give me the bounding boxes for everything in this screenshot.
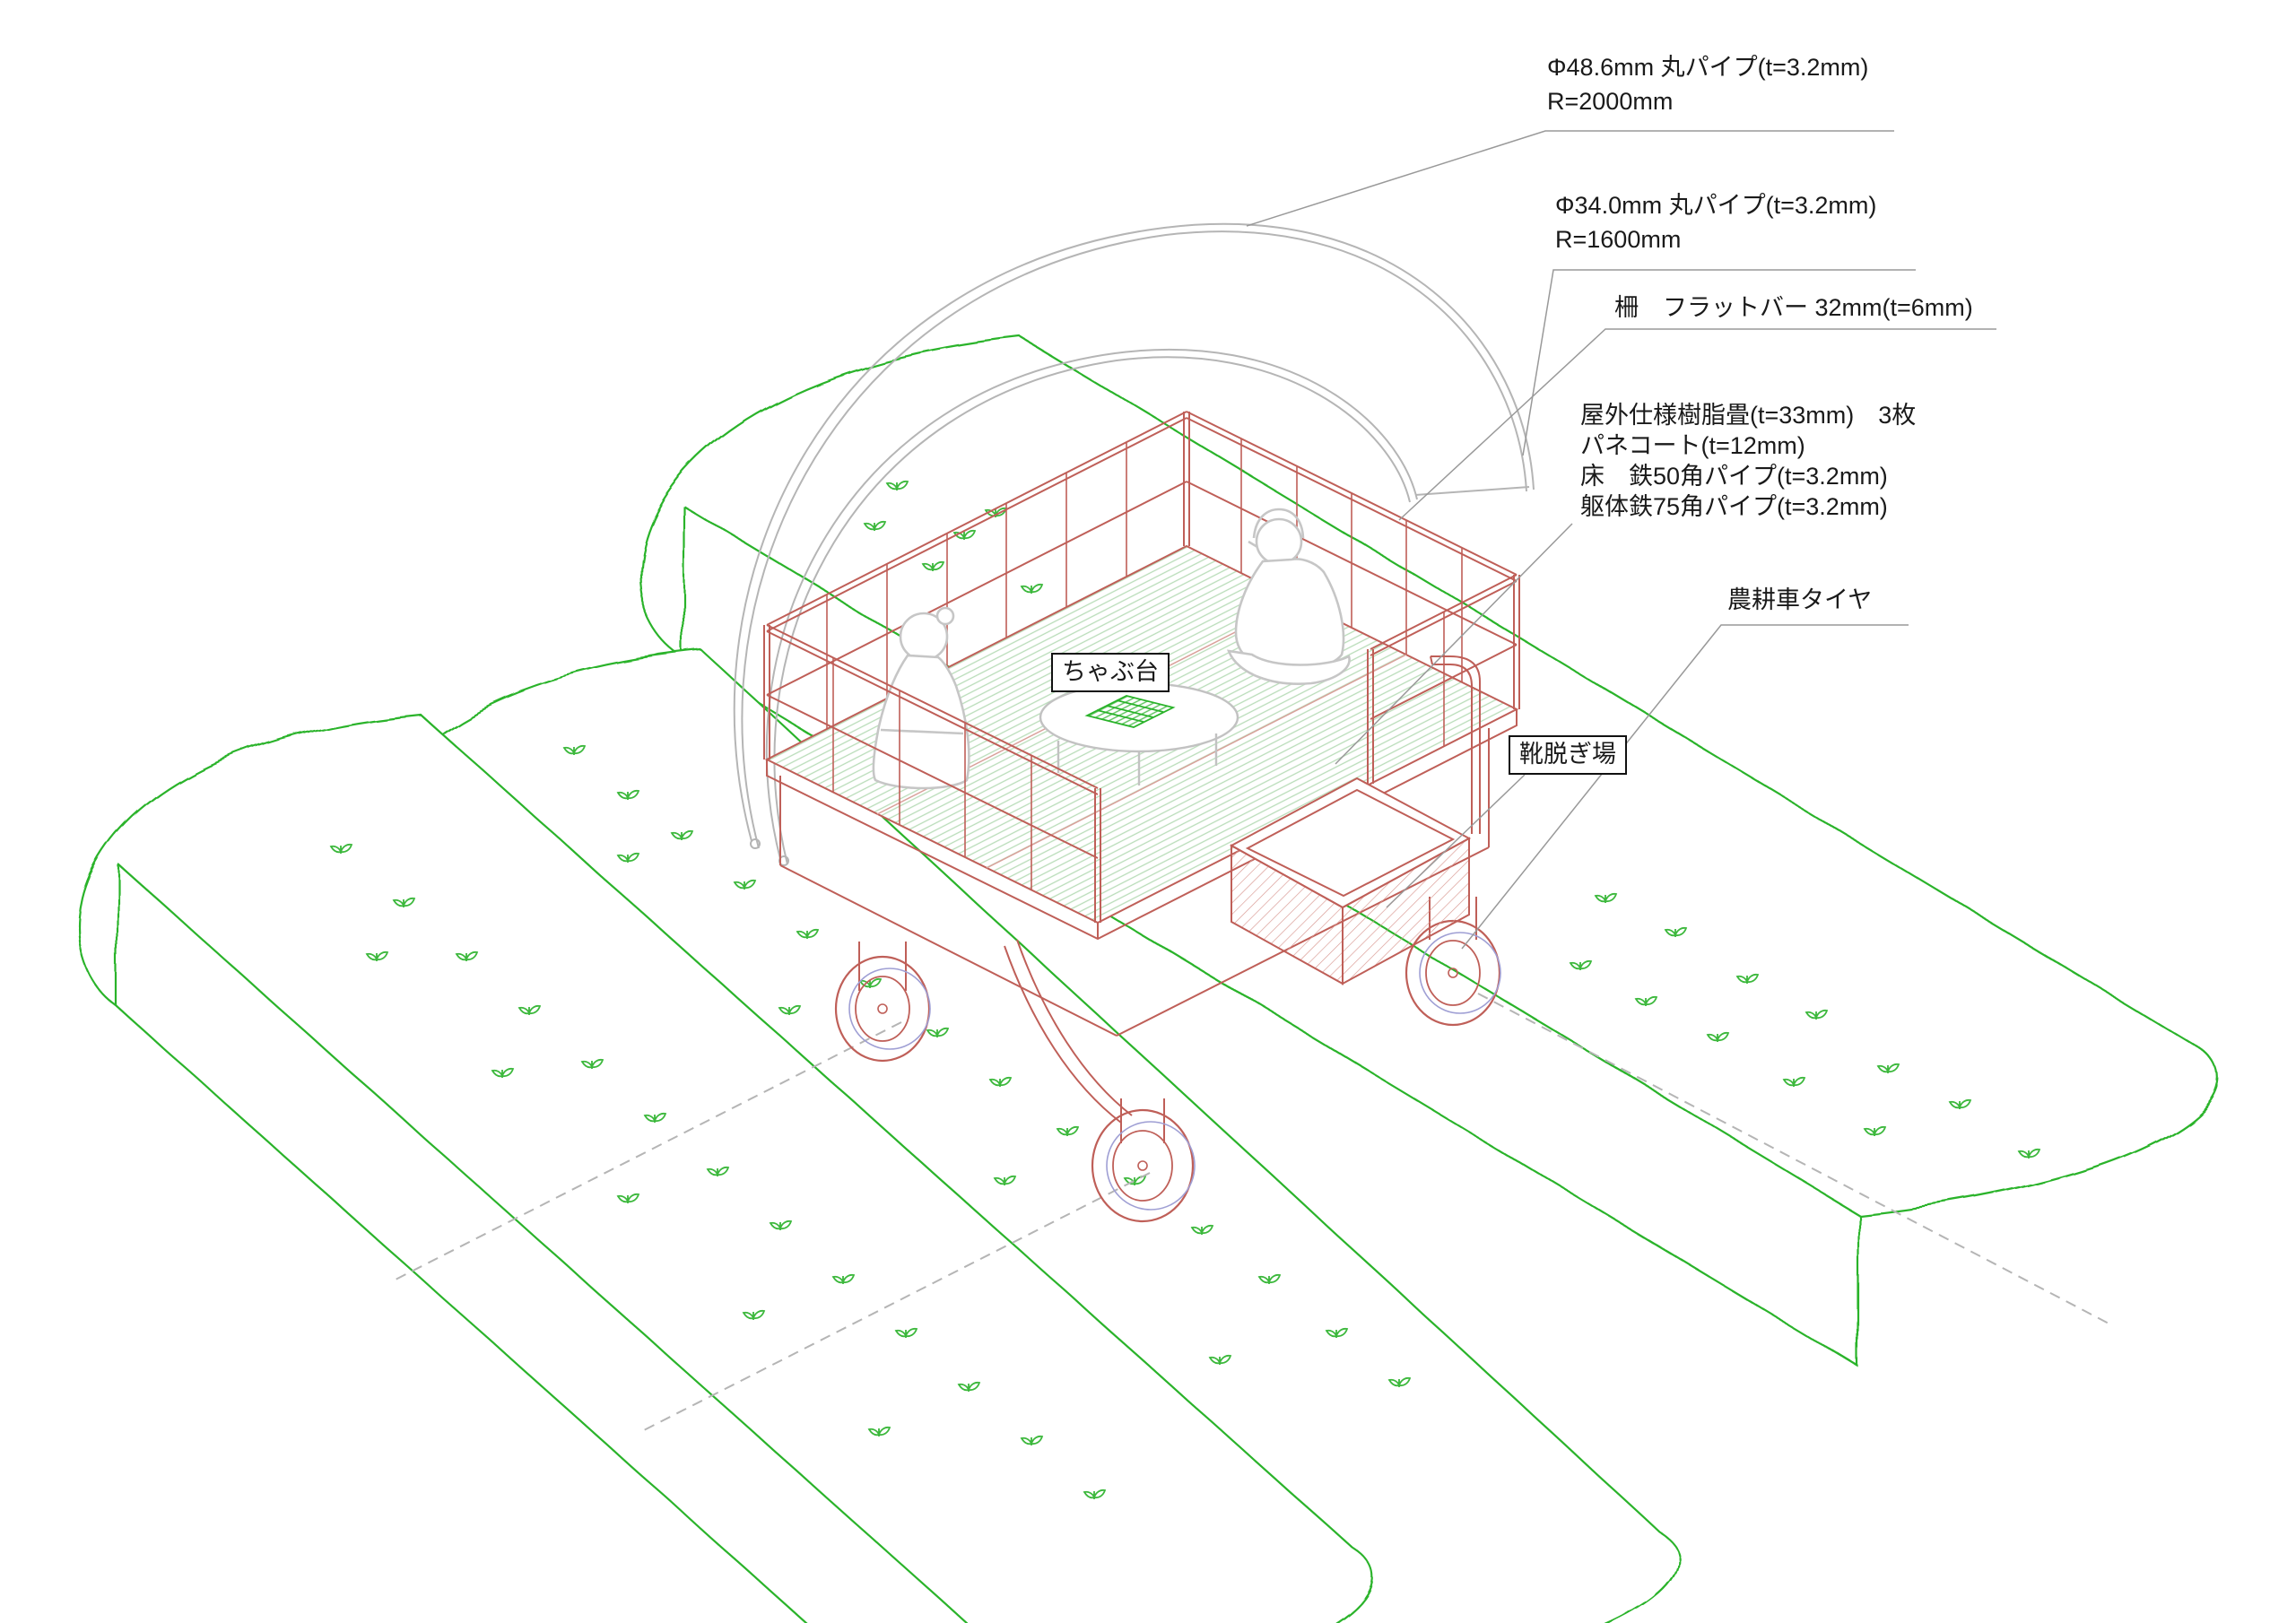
- annotation-fence: 柵 フラットバー 32mm(t=6mm): [1614, 291, 1973, 325]
- canopy-arch-pipes: [733, 222, 1535, 866]
- chabudai-table: [1039, 681, 1239, 785]
- figure-right-crosslegged: [1226, 508, 1351, 685]
- wheel-left: [834, 955, 931, 1063]
- leader-shoe-removal: [1386, 774, 1526, 908]
- annotation-floor-spec: 屋外仕様樹脂畳(t=33mm) 3枚 パネコート(t=12mm) 床 鉄50角パ…: [1580, 400, 1916, 522]
- annotation-line: 柵 フラットバー 32mm(t=6mm): [1614, 294, 1973, 321]
- arch-clamp: [750, 838, 761, 849]
- wheel-front: [1091, 1108, 1196, 1223]
- railing-front-left: [766, 624, 1101, 923]
- annotation-line: Φ34.0mm 丸パイプ(t=3.2mm): [1555, 192, 1877, 219]
- green-tray: [1084, 695, 1176, 728]
- annotation-line: パネコート(t=12mm): [1580, 432, 1805, 459]
- handrail: [1430, 655, 1481, 834]
- field-row-front: [77, 712, 1375, 1623]
- leader-lines: [1246, 130, 1996, 950]
- arch-pipe-outer-2: [741, 230, 1527, 849]
- leader-pipe48: [1246, 130, 1894, 227]
- arch-pipe-outer: [733, 222, 1535, 842]
- annotation-line: 躯体鉄75角パイプ(t=3.2mm): [1580, 493, 1888, 520]
- annotation-line: R=2000mm: [1547, 88, 1674, 115]
- railing-front-right-segment: [1367, 574, 1518, 784]
- annotation-line: 屋外仕様樹脂畳(t=33mm) 3枚: [1580, 402, 1917, 429]
- leader-floor-spec: [1335, 523, 1573, 765]
- annotation-line: Φ48.6mm 丸パイプ(t=3.2mm): [1547, 54, 1869, 81]
- annotation-pipe34: Φ34.0mm 丸パイプ(t=3.2mm) R=1600mm: [1555, 188, 1876, 256]
- annotation-line: 床 鉄50角パイプ(t=3.2mm): [1580, 463, 1888, 490]
- label-shoe-removal: 靴脱ぎ場: [1509, 735, 1627, 775]
- step-box: [1229, 655, 1481, 985]
- annotation-line: R=1600mm: [1555, 226, 1682, 253]
- arch-connector-bar: [1414, 486, 1530, 496]
- label-chabudai: ちゃぶ台: [1051, 653, 1170, 692]
- label-text: ちゃぶ台: [1062, 658, 1159, 685]
- arch-pipe-inner-2: [773, 356, 1411, 865]
- dashed-guide-lines: [389, 993, 2113, 1434]
- arch-pipe-inner: [765, 348, 1418, 860]
- label-text: 靴脱ぎ場: [1519, 741, 1616, 768]
- annotation-tire: 農耕車タイヤ: [1727, 583, 1872, 617]
- leader-tire: [1461, 624, 1909, 950]
- annotation-pipe48: Φ48.6mm 丸パイプ(t=3.2mm) R=2000mm: [1547, 50, 1868, 118]
- leader-fence: [1398, 328, 1996, 521]
- annotation-line: 農耕車タイヤ: [1727, 586, 1873, 613]
- leader-pipe34: [1522, 269, 1916, 456]
- field-rows: [77, 335, 2220, 1623]
